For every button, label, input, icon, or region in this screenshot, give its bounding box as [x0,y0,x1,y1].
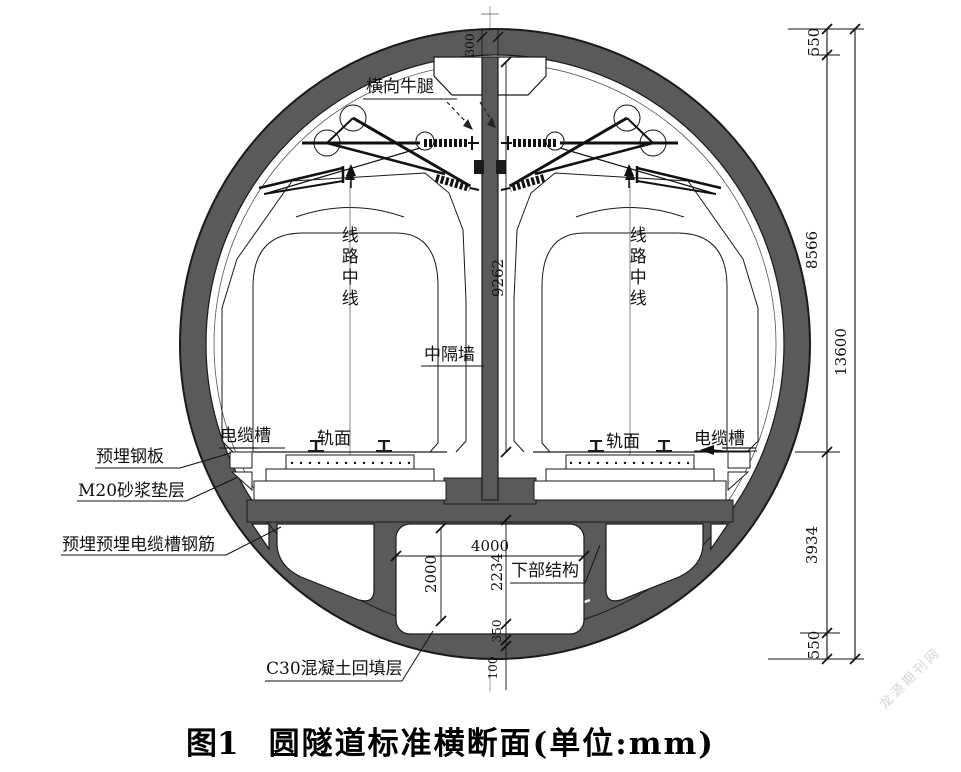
insulator-lower [434,174,472,192]
label-corbel: 横向牛腿 [366,77,434,97]
dim-lower-height: 3934 [803,525,821,565]
label-lower-structure: 下部结构 [511,561,579,581]
clearance-envelope [221,172,467,453]
dim-segment-bottom: 550 [805,630,823,660]
corbel-leaders [446,101,496,130]
rail-right [376,440,392,452]
dim-lower-depth: 2234 [488,552,506,592]
corbel-right [497,56,547,96]
dim-backfill-thickness: 350 [490,619,504,643]
label-leaders [61,98,757,682]
trough-gusset [230,471,253,492]
label-embedded-steel-plate: 预埋钢板 [96,447,164,467]
track-slab [285,454,415,470]
dimension-lines-center [390,30,590,690]
dim-wall-height: 9262 [489,258,507,298]
dim-ticks [821,23,861,665]
label-track-centerline-right: 线路中线 [625,226,646,310]
dim-upper-inner-height: 8566 [803,230,821,270]
catenary-assembly [258,104,480,195]
right-opening [605,523,704,602]
label-cable-trough-right: 电缆槽 [694,429,745,449]
trough-box [229,451,253,469]
label-mortar-cushion: M20砂浆垫层 [78,481,186,501]
lower-structure-openings [250,523,730,635]
label-track-centerline-left: 线路中线 [337,226,358,310]
left-corner-void [250,523,270,551]
diagonal-tube [352,116,471,188]
figure-title: 圆隧道标准横断面(单位:mm) [268,726,715,762]
label-cable-trough-left: 电缆槽 [220,426,271,446]
dim-outer-diameter: 13600 [832,328,850,376]
vehicle-gauge [252,232,439,453]
rail-left [308,440,324,452]
track-assembly-left [221,104,480,501]
sub-slab [265,468,435,482]
track-bed [253,440,447,501]
registration-arm [258,166,344,190]
label-rail-surface-left: 轨面 [317,429,351,449]
dimension-lines-right [768,23,864,665]
dim-leveling-thickness: 100 [486,656,500,680]
figure-number: 图1 [186,726,239,762]
slab-dowels [290,461,411,465]
dim-segment-top: 550 [805,27,823,57]
lower-structure-mass [246,477,734,634]
dim-wall-thickness: 300 [463,33,477,57]
trough-right-arrow [700,445,714,455]
corbel-left [433,56,483,96]
dim-opening-width: 4000 [470,537,510,555]
label-cable-trough-rebar: 预埋预埋电缆槽钢筋 [62,535,215,555]
figure-caption: 图1 圆隧道标准横断面(单位:mm) [186,718,715,763]
base-slab [253,480,447,501]
wall-anchor-left [474,160,484,174]
left-opening [276,523,375,602]
label-rail-surface-right: 轨面 [606,432,640,452]
center-opening [395,523,585,635]
right-corner-void [710,523,730,551]
mid-partition-wall [481,56,499,501]
label-concrete-backfill: C30混凝土回填层 [266,659,403,679]
tunnel-lining-ring [179,28,811,660]
contact-wire-arrow [346,164,356,176]
detail-circle-1 [339,104,367,132]
dim-opening-height: 2000 [422,554,440,594]
label-mid-wall: 中隔墙 [424,345,475,365]
wall-anchor-right [496,160,506,174]
